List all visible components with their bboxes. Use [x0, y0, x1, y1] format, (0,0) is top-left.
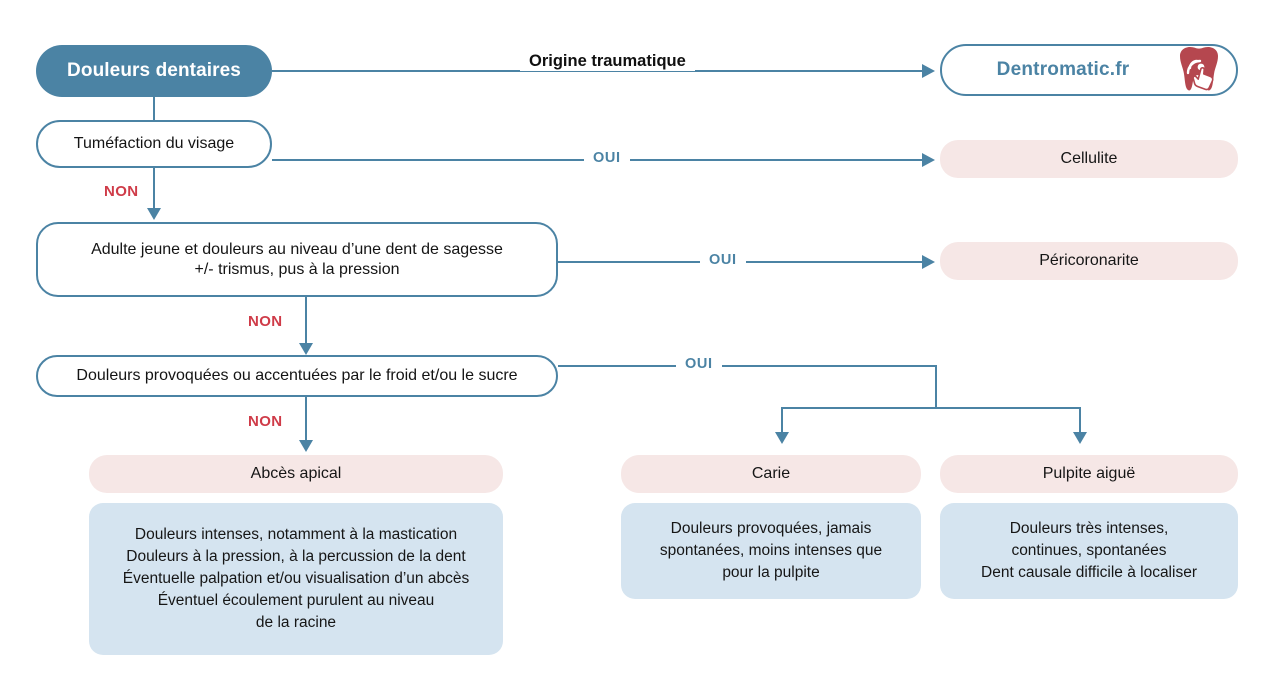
node-label-line2: +/- trismus, pus à la pression: [194, 260, 400, 278]
detail-line: Douleurs très intenses,: [1009, 520, 1169, 537]
node-label: Péricoronarite: [1039, 252, 1139, 269]
edge-sagesse-non: [305, 297, 307, 345]
node-label: Carie: [751, 465, 791, 482]
detail-pulpite: Douleurs très intenses, continues, spont…: [940, 503, 1238, 599]
detail-line: Éventuelle palpation et/ou visualisation…: [122, 570, 470, 587]
node-tumefaction-du-visage[interactable]: Tuméfaction du visage: [36, 120, 272, 168]
detail-carie: Douleurs provoquées, jamais spontanées, …: [621, 503, 921, 599]
node-outcome-cellulite[interactable]: Cellulite: [940, 140, 1238, 178]
edge-label-non-1: NON: [104, 183, 139, 200]
edge-label-oui-3: OUI: [676, 356, 722, 372]
detail-line: pour la pulpite: [722, 564, 820, 581]
node-douleurs-dentaires[interactable]: Douleurs dentaires: [36, 45, 272, 97]
edge-tumefaction-non-arrowhead: [147, 208, 161, 220]
edge-start-to-logo: [272, 70, 930, 72]
edge-froid-oui-crossbar: [781, 407, 1081, 409]
detail-line: spontanées, moins intenses que: [659, 542, 883, 559]
node-label: Abcès apical: [250, 465, 342, 482]
detail-abces-apical: Douleurs intenses, notamment à la mastic…: [89, 503, 503, 655]
node-outcome-abces-apical[interactable]: Abcès apical: [89, 455, 503, 493]
edge-froid-oui-drop: [935, 365, 937, 408]
edge-sagesse-oui-arrowhead: [922, 255, 935, 269]
detail-line: continues, spontanées: [1011, 542, 1167, 559]
node-label: Cellulite: [1060, 150, 1118, 167]
edge-label-origine-traumatique: Origine traumatique: [520, 52, 695, 71]
detail-line: Éventuel écoulement purulent au niveau: [157, 592, 435, 609]
edge-label-oui-2: OUI: [700, 252, 746, 268]
edge-to-carie-arrowhead: [775, 432, 789, 444]
node-dent-de-sagesse[interactable]: Adulte jeune et douleurs au niveau d’une…: [36, 222, 558, 297]
node-outcome-carie[interactable]: Carie: [621, 455, 921, 493]
node-label-line1: Adulte jeune et douleurs au niveau d’une…: [91, 240, 503, 258]
node-outcome-pulpite-aigue[interactable]: Pulpite aiguë: [940, 455, 1238, 493]
edge-to-carie: [781, 407, 783, 434]
edge-label-non-3: NON: [248, 413, 283, 430]
edge-label-oui-1: OUI: [584, 150, 630, 166]
edge-to-pulpite: [1079, 407, 1081, 434]
edge-froid-non-arrowhead: [299, 440, 313, 452]
edge-tumefaction-oui-arrowhead: [922, 153, 935, 167]
logo-dentromatic[interactable]: Dentromatic.fr: [940, 44, 1238, 96]
node-label: Pulpite aiguë: [1042, 465, 1136, 482]
edge-sagesse-non-arrowhead: [299, 343, 313, 355]
edge-froid-oui-trunk: [558, 365, 937, 367]
node-label: Tuméfaction du visage: [73, 135, 235, 152]
node-outcome-pericoronarite[interactable]: Péricoronarite: [940, 242, 1238, 280]
detail-line: Dent causale difficile à localiser: [981, 564, 1197, 581]
edge-to-pulpite-arrowhead: [1073, 432, 1087, 444]
detail-line: Douleurs intenses, notamment à la mastic…: [134, 526, 458, 543]
node-froid-sucre[interactable]: Douleurs provoquées ou accentuées par le…: [36, 355, 558, 397]
logo-text: Dentromatic.fr: [996, 59, 1130, 80]
tooth-cursor-icon: [1168, 42, 1230, 104]
detail-line: Douleurs à la pression, à la percussion …: [126, 548, 466, 565]
edge-label-non-2: NON: [248, 313, 283, 330]
edge-tumefaction-non: [153, 168, 155, 210]
node-label: Douleurs dentaires: [67, 60, 241, 82]
node-label: Douleurs provoquées ou accentuées par le…: [76, 367, 518, 384]
edge-start-to-logo-arrowhead: [922, 64, 935, 78]
edge-froid-non: [305, 397, 307, 442]
edge-start-to-tumefaction: [153, 97, 155, 120]
detail-line: de la racine: [255, 614, 337, 631]
detail-line: Douleurs provoquées, jamais: [670, 520, 872, 537]
